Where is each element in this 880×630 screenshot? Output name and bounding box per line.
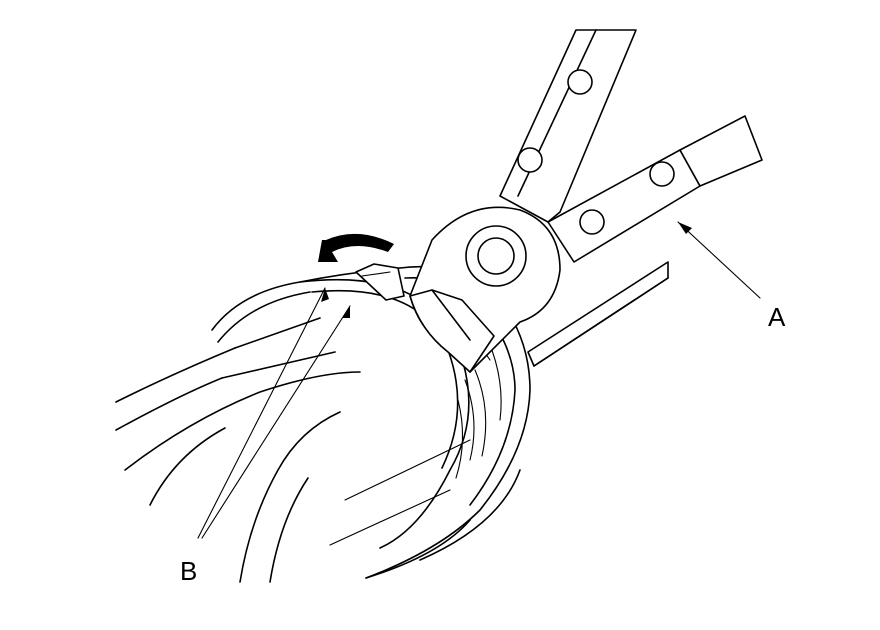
leader-lines-b: [197, 287, 351, 539]
expander-upper-handle: [499, 29, 637, 223]
leader-line-a: [677, 221, 761, 299]
callout-label-b: B: [180, 556, 198, 586]
expander-lower-handle: [527, 261, 669, 367]
expander-pivot: [355, 206, 561, 373]
expander-right-arm: [547, 115, 763, 263]
piston-body: [115, 317, 521, 583]
curved-arrow-icon: [318, 233, 394, 262]
callout-label-a: A: [768, 302, 786, 332]
